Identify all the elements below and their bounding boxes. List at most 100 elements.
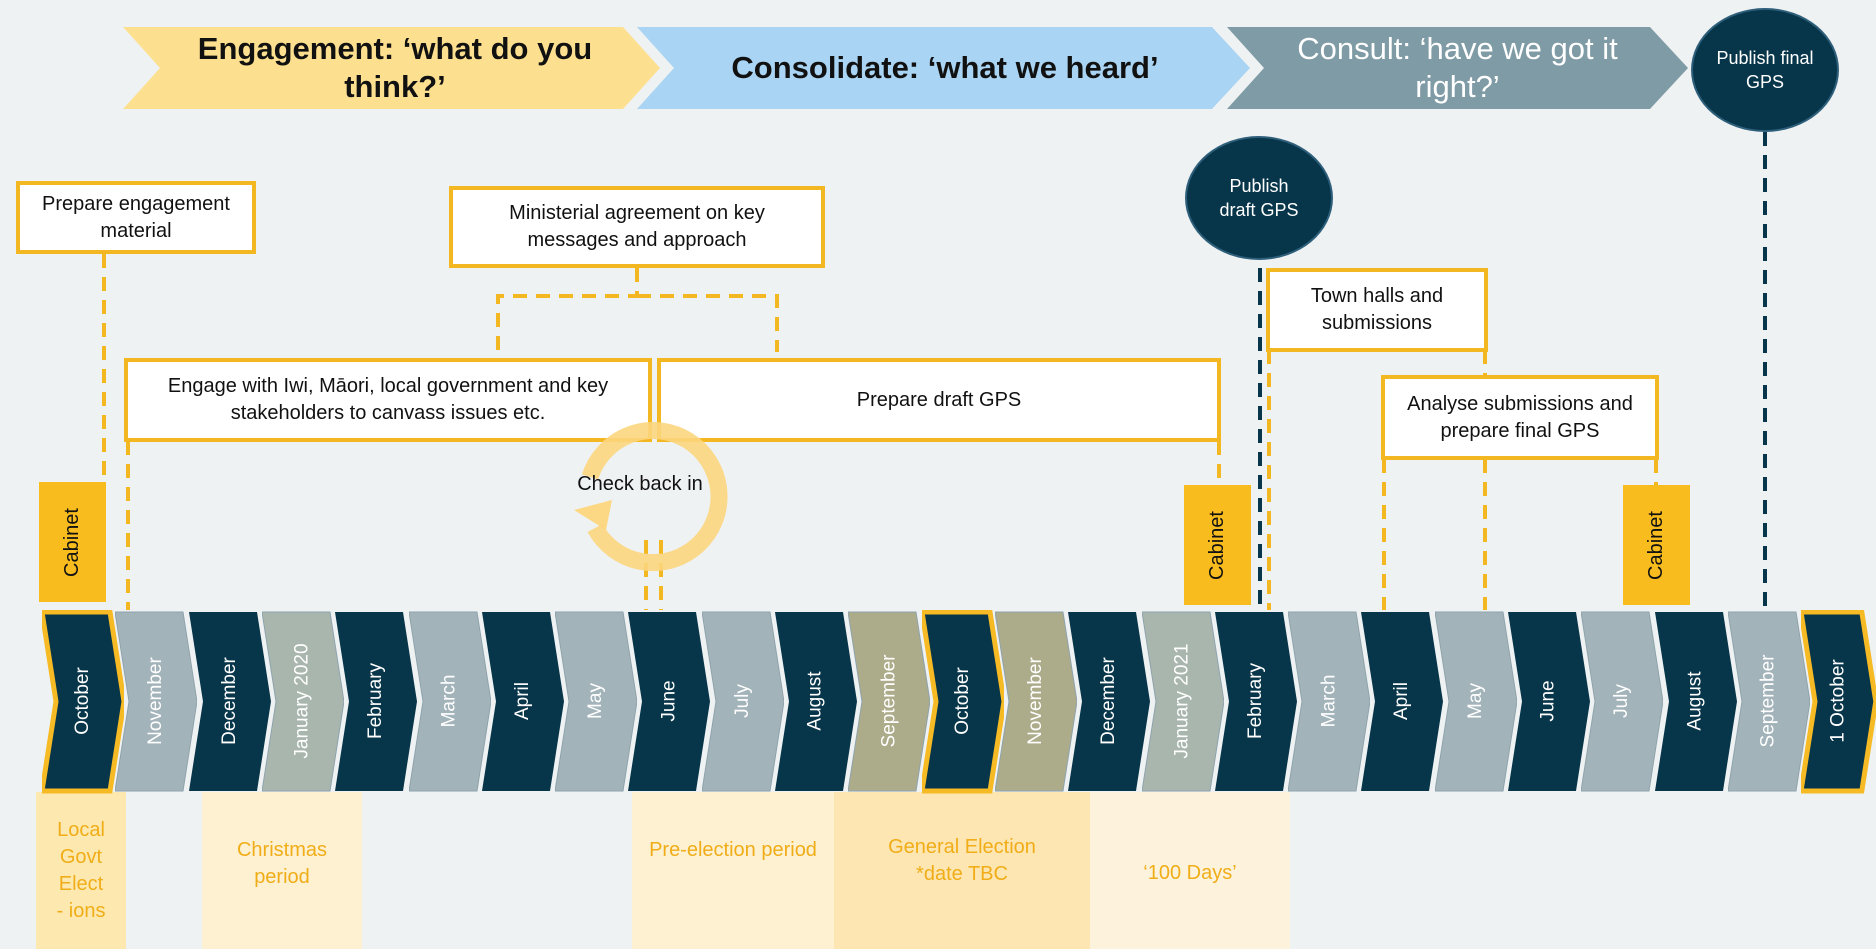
month-chevron-shape bbox=[335, 612, 418, 791]
month-label-container: July bbox=[1581, 610, 1663, 792]
month-label-container: June bbox=[1508, 610, 1590, 792]
analyse-submissions-box: Analyse submissions and prepare final GP… bbox=[1381, 375, 1659, 460]
ministerial-label: Ministerial agreement on key messages an… bbox=[509, 202, 765, 251]
month-label: May bbox=[585, 683, 607, 719]
month-chevron-shape bbox=[1654, 612, 1737, 791]
consolidate-phase-title: Consolidate: ‘what we heard’ bbox=[690, 27, 1200, 109]
month-chevron-shape bbox=[1361, 612, 1444, 791]
timeline-month-20: June bbox=[1508, 610, 1590, 792]
month-label-container: April bbox=[482, 610, 564, 792]
timeline-month-2: December bbox=[188, 610, 271, 792]
publish-final-gps-milestone: Publish final GPS bbox=[1691, 8, 1839, 132]
month-label: July bbox=[1611, 684, 1633, 718]
month-chevron-shape bbox=[188, 612, 271, 791]
ministerial-agreement-box: Ministerial agreement on key messages an… bbox=[449, 186, 825, 268]
timeline-month-4: February bbox=[335, 610, 418, 792]
timeline-month-13: November bbox=[994, 610, 1077, 792]
month-label: April bbox=[1391, 681, 1413, 721]
local-govt-label: Local Govt Elect- ions bbox=[56, 818, 106, 922]
month-chevron-shape bbox=[555, 611, 638, 792]
consolidate-title: Consolidate: ‘what we heard’ bbox=[731, 50, 1159, 85]
month-label: July bbox=[731, 684, 753, 718]
timeline-month-10: August bbox=[775, 610, 857, 792]
christmas-label: Christmas period bbox=[236, 839, 327, 888]
month-label: August bbox=[1684, 671, 1706, 731]
month-label: May bbox=[1464, 683, 1486, 719]
month-label: February bbox=[1244, 662, 1266, 740]
month-label-container: December bbox=[1068, 610, 1150, 792]
month-label: June bbox=[1537, 680, 1559, 722]
timeline-month-11: September bbox=[848, 610, 931, 792]
timeline-month-0: October bbox=[42, 610, 124, 794]
month-label-container: February bbox=[1215, 610, 1297, 792]
month-label-container: March bbox=[1288, 610, 1370, 792]
timeline-month-22: August bbox=[1654, 610, 1737, 792]
publish-draft-gps-milestone: Publish draft GPS bbox=[1185, 136, 1333, 260]
month-chevron-shape bbox=[1581, 611, 1664, 792]
month-label-container: November bbox=[115, 610, 197, 792]
timeline-month-1: November bbox=[115, 610, 198, 792]
month-label: June bbox=[658, 680, 680, 722]
timeline-month-21: July bbox=[1581, 610, 1664, 792]
cabinet-marker-2: Cabinet bbox=[1184, 485, 1251, 605]
cabinet-marker-3: Cabinet bbox=[1623, 485, 1690, 605]
month-label-container: August bbox=[775, 610, 857, 792]
month-chevron-shape bbox=[481, 612, 564, 791]
period-christmas: Christmas period bbox=[202, 792, 362, 949]
month-label-container: August bbox=[1655, 610, 1737, 792]
consult-title-line2: right?’ bbox=[1415, 69, 1500, 104]
month-label-container: May bbox=[555, 610, 637, 792]
timeline-month-5: March bbox=[408, 610, 491, 792]
consult-phase-arrow bbox=[1227, 27, 1688, 109]
prepare-engagement-material-box: Prepare engagement material bbox=[16, 181, 256, 254]
pre-election-label: Pre-election period bbox=[649, 839, 817, 861]
cabinet-label-3: Cabinet bbox=[1645, 510, 1667, 580]
month-label: December bbox=[218, 657, 240, 745]
cabinet-marker-1: Cabinet bbox=[39, 482, 106, 602]
month-chevron-shape bbox=[1141, 611, 1224, 792]
month-label-container: October bbox=[42, 610, 124, 792]
month-label-container: January 2020 bbox=[262, 610, 344, 792]
month-chevron-shape bbox=[1801, 610, 1876, 794]
month-chevron-shape bbox=[775, 612, 857, 791]
engage-iwi-box: Engage with Iwi, Māori, local government… bbox=[124, 358, 652, 442]
engagement-phase-arrow bbox=[123, 27, 660, 109]
month-label-container: June bbox=[628, 610, 710, 792]
month-label-container: April bbox=[1361, 610, 1443, 792]
hundred-days-label: ‘100 Days’ bbox=[1143, 862, 1237, 884]
month-label-container: January 2021 bbox=[1142, 610, 1224, 792]
month-chevron-shape bbox=[408, 611, 491, 792]
month-label: March bbox=[438, 674, 460, 728]
month-chevron-shape bbox=[1068, 612, 1151, 791]
engagement-title-line1: Engagement: ‘what do you bbox=[197, 31, 593, 66]
month-chevron-shape bbox=[628, 612, 711, 791]
analyse-label: Analyse submissions and prepare final GP… bbox=[1407, 392, 1633, 442]
general-election-label: General Election *date TBC bbox=[888, 836, 1036, 885]
timeline-month-19: May bbox=[1434, 610, 1517, 792]
period-pre-election: Pre-election period bbox=[632, 792, 834, 949]
month-label: February bbox=[365, 662, 387, 740]
month-chevron-shape bbox=[261, 611, 344, 792]
timeline-month-16: February bbox=[1214, 610, 1297, 792]
timeline-month-3: January 2020 bbox=[261, 610, 344, 792]
month-chevron-shape bbox=[1508, 612, 1590, 791]
month-label-container: March bbox=[409, 610, 491, 792]
prepare-draft-label: Prepare draft GPS bbox=[856, 388, 1022, 411]
timeline-month-7: May bbox=[555, 610, 638, 792]
month-label: September bbox=[878, 654, 900, 748]
timeline-month-15: January 2021 bbox=[1141, 610, 1224, 792]
month-label-container: September bbox=[848, 610, 930, 792]
cabinet-label-2: Cabinet bbox=[1206, 510, 1228, 580]
engagement-title-line2: think?’ bbox=[344, 69, 446, 104]
month-label: November bbox=[1024, 657, 1046, 745]
engage-iwi-label: Engage with Iwi, Māori, local government… bbox=[167, 375, 609, 424]
month-label: 1 October bbox=[1827, 659, 1849, 743]
prepare-draft-gps-box: Prepare draft GPS bbox=[657, 358, 1221, 442]
month-label-container: February bbox=[335, 610, 417, 792]
cycle-arrow-icon bbox=[581, 422, 728, 572]
month-chevron-shape bbox=[994, 611, 1077, 792]
month-label-container: September bbox=[1728, 610, 1810, 792]
